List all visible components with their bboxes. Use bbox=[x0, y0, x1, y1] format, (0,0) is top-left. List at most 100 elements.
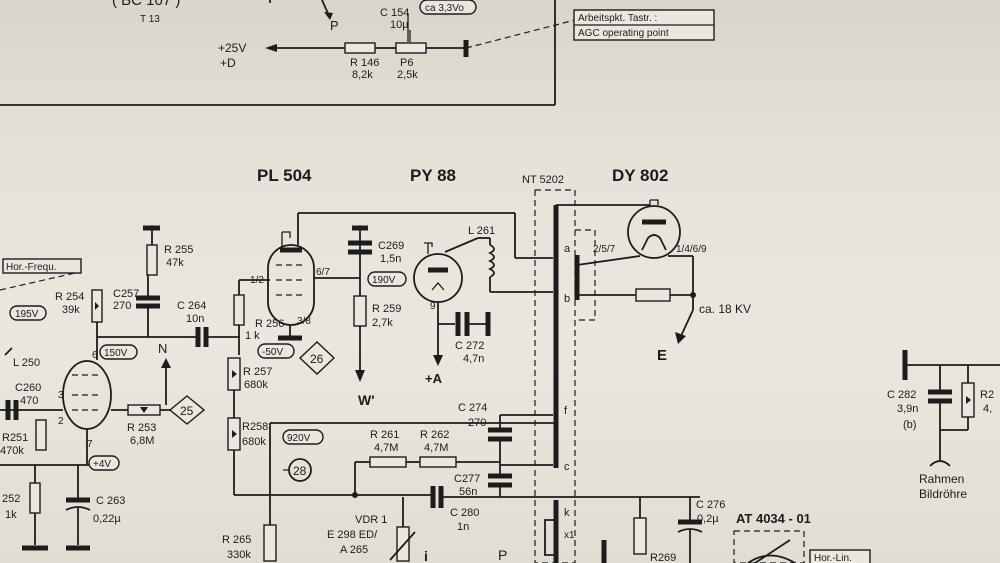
ref25-diamond bbox=[168, 395, 206, 425]
pl504-cap bbox=[282, 231, 291, 238]
r146-value: 8,2k bbox=[352, 69, 373, 81]
junction-dot bbox=[352, 492, 358, 498]
nt5202-dashed-box bbox=[534, 189, 576, 563]
py88-to-l261 bbox=[444, 237, 479, 253]
w-prime-label: W' bbox=[358, 392, 375, 408]
w-arrow bbox=[355, 370, 365, 382]
screen-grid-section: C269 1,5n 190V R 259 2,7k W' bbox=[348, 225, 407, 408]
c260-label: C260 bbox=[15, 382, 41, 394]
pin38-label: 3/8 bbox=[297, 316, 311, 327]
v920-text: 920V bbox=[287, 433, 311, 444]
p6-label: P6 bbox=[400, 57, 413, 69]
vdr-resistor bbox=[396, 526, 410, 562]
r261-value: 4,7M bbox=[374, 442, 398, 454]
c154-label: C 154 bbox=[380, 7, 409, 19]
r252-label: 252 bbox=[2, 493, 20, 505]
tap-a: a bbox=[564, 243, 571, 255]
c282-value: 3,9n bbox=[897, 403, 918, 415]
py88-tube bbox=[413, 253, 463, 303]
tap-b: b bbox=[564, 293, 570, 305]
at4034-label: AT 4034 - 01 bbox=[736, 511, 811, 526]
r255-label: R 255 bbox=[164, 244, 193, 256]
bildrohre-label: Bildröhre bbox=[919, 487, 967, 501]
rahmen-label: Rahmen bbox=[919, 472, 964, 486]
dy-to-hv bbox=[576, 255, 641, 266]
supply-arrow bbox=[265, 44, 277, 52]
plus-a-arrow bbox=[433, 355, 443, 366]
pin6: 6 bbox=[92, 350, 98, 361]
r259-label: R 259 bbox=[372, 303, 401, 315]
r27-label: R2 bbox=[980, 389, 994, 401]
r253-label: R 253 bbox=[127, 422, 156, 434]
v195-badge bbox=[9, 305, 47, 321]
c263-value: 0,22µ bbox=[93, 513, 121, 525]
e-arrow bbox=[675, 332, 686, 344]
l250-arrow bbox=[4, 347, 13, 356]
tap-c: c bbox=[564, 461, 570, 473]
p6-value: 2,5k bbox=[397, 69, 418, 81]
r255-resistor bbox=[146, 244, 158, 276]
v190-text: 190V bbox=[372, 275, 396, 286]
r258-arrow bbox=[232, 430, 237, 438]
hor-frequ-label: Hor.-Frequ. bbox=[6, 262, 57, 273]
c276-value: 0,2µ bbox=[697, 513, 719, 525]
transformer-section: a b f c k x1 C 274 270 C277 56n P bbox=[440, 189, 700, 563]
dy-left-pins: 2/5/7 bbox=[593, 244, 616, 255]
v920-badge bbox=[282, 429, 324, 445]
v195-text: 195V bbox=[15, 309, 39, 320]
dy802-title: DY 802 bbox=[612, 166, 668, 185]
a265-label: A 265 bbox=[340, 544, 368, 556]
at4034-box bbox=[733, 530, 805, 563]
p-label-top: P bbox=[330, 18, 339, 33]
r146-label: R 146 bbox=[350, 57, 379, 69]
r259-resistor bbox=[353, 295, 367, 327]
c263-plate2 bbox=[65, 506, 91, 511]
r253-value: 6,8M bbox=[130, 435, 154, 447]
c274-label: C 274 bbox=[458, 402, 487, 414]
neg50-text: -50V bbox=[262, 347, 283, 358]
r255-value: 47k bbox=[166, 257, 184, 269]
dy802-cap bbox=[650, 199, 659, 205]
r261-label: R 261 bbox=[370, 429, 399, 441]
nt5202-hv-box bbox=[575, 229, 596, 321]
hor-lin-label: Hor.-Lin. bbox=[814, 553, 852, 563]
r262-label: R 262 bbox=[420, 429, 449, 441]
c282-label: C 282 bbox=[887, 389, 916, 401]
agc-en: AGC operating point bbox=[578, 28, 669, 39]
ref26-text: 26 bbox=[310, 352, 324, 366]
neg50-badge bbox=[257, 343, 295, 359]
hor-frequ-box bbox=[2, 258, 82, 274]
r251-value: 470k bbox=[0, 445, 24, 457]
dy802-tube bbox=[627, 205, 681, 259]
i-bottom: i bbox=[424, 548, 428, 563]
e-label: E bbox=[657, 347, 667, 364]
c276-label: C 276 bbox=[696, 499, 725, 511]
r265-label: R 265 bbox=[222, 534, 251, 546]
r265-resistor bbox=[263, 524, 277, 562]
dy802-section: 2/5/7 1/4/6/9 ca. 18 KV E bbox=[576, 199, 751, 364]
c260-value: 470 bbox=[20, 395, 38, 407]
r265-value: 330k bbox=[227, 549, 251, 561]
transistor-type: ( BC 107 ) bbox=[112, 0, 180, 9]
l261-coil bbox=[487, 244, 495, 278]
py88-cathode bbox=[431, 282, 445, 291]
tap-f: f bbox=[564, 405, 568, 417]
r27-arrow bbox=[966, 396, 971, 404]
py88-section: 9 +A C 272 4,7n L 261 bbox=[413, 225, 553, 386]
at4034-coil bbox=[747, 554, 796, 563]
v150-text: 150V bbox=[104, 348, 128, 359]
c280-value: 1n bbox=[457, 521, 469, 533]
c280-label: C 280 bbox=[450, 507, 479, 519]
r262-value: 4,7M bbox=[424, 442, 448, 454]
p-bottom: P bbox=[498, 547, 507, 563]
right-lower-section: R269 C 276 0,2µ AT 4034 - 01 Hor.-Lin. bbox=[633, 497, 871, 563]
c269-value: 1,5n bbox=[380, 253, 401, 265]
r269-resistor bbox=[633, 517, 647, 555]
plusd-label: +D bbox=[220, 56, 236, 70]
r259-value: 2,7k bbox=[372, 317, 393, 329]
c282-b: (b) bbox=[903, 419, 916, 431]
c269-label: C269 bbox=[378, 240, 404, 252]
c264-value: 10n bbox=[186, 313, 204, 325]
plus-a-label: +A bbox=[425, 371, 443, 386]
